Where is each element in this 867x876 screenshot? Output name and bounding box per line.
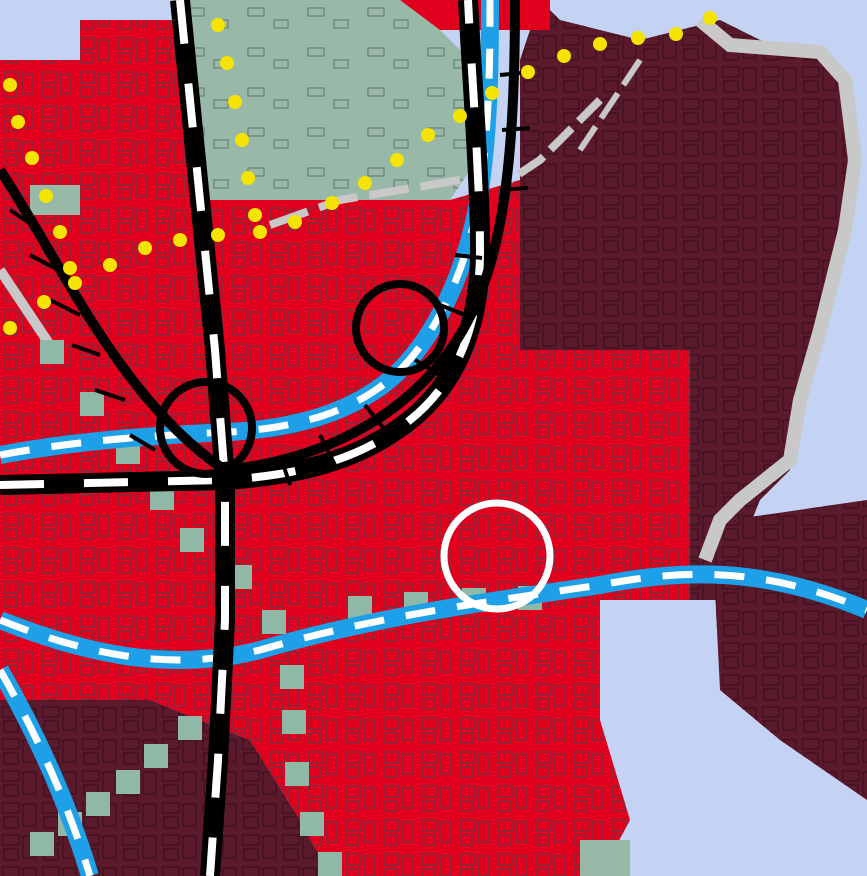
interchange-ring-icon[interactable] [156,378,256,478]
black-rail-lines [0,0,520,876]
park-area [30,0,630,876]
rail-ticks [8,70,531,486]
highlight-circle-icon[interactable] [440,499,554,613]
yellow-dot-route [3,11,717,335]
interchange-ring-icon[interactable] [352,280,448,376]
coastal-road [0,14,863,563]
